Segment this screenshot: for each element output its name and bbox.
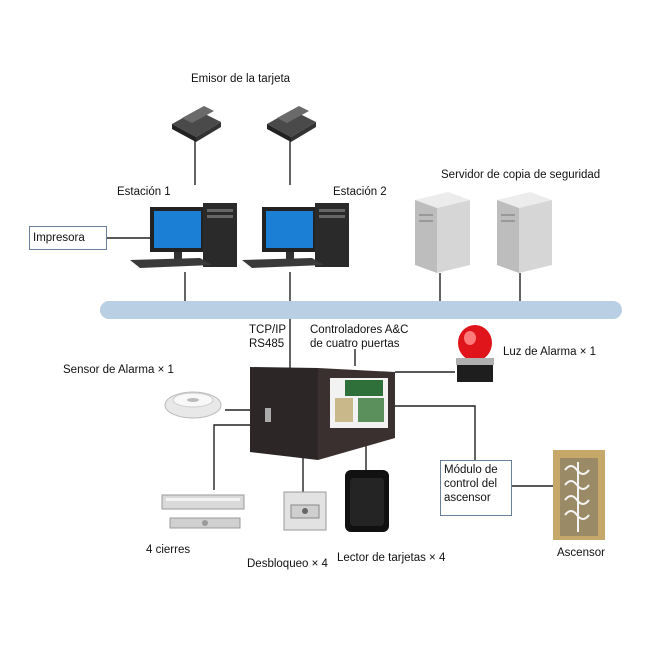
card-reader-device-icon — [267, 106, 316, 142]
rs485-label: RS485 — [249, 338, 285, 350]
smoke-sensor-icon — [164, 391, 222, 419]
server-tower-icon — [415, 192, 470, 273]
locks-label: 4 cierres — [146, 544, 191, 556]
server-tower-icon — [497, 192, 552, 273]
unlock-label: Desbloqueo × 4 — [247, 558, 328, 570]
alarm-sensor-label: Sensor de Alarma × 1 — [63, 364, 174, 376]
elevator-module-line2: control del — [444, 478, 498, 490]
station1-label: Estación 1 — [117, 186, 171, 198]
controllers-label-line1: Controladores A&C — [310, 324, 409, 336]
controllers-label-line2: de cuatro puertas — [310, 338, 400, 350]
desktop-computer-icon — [242, 203, 349, 268]
card-reader-device-icon — [172, 106, 221, 142]
station2-label: Estación 2 — [333, 186, 387, 198]
controller-cabinet-icon[interactable] — [250, 367, 395, 460]
elevator-door-icon — [553, 450, 605, 540]
exit-button-icon — [283, 491, 327, 531]
printer-box[interactable]: Impresora — [29, 226, 107, 250]
elevator-module-box[interactable]: Módulo de control del ascensor — [440, 460, 512, 516]
backup-server-label: Servidor de copia de seguridad — [441, 169, 601, 181]
alarm-light-icon — [456, 325, 494, 382]
alarm-light-label: Luz de Alarma × 1 — [503, 346, 597, 358]
elevator-label: Ascensor — [557, 547, 605, 559]
tcpip-label: TCP/IP — [249, 324, 287, 336]
card-reader-label: Lector de tarjetas × 4 — [337, 552, 446, 564]
desktop-computer-icon — [130, 203, 237, 268]
rfid-reader-icon — [345, 470, 389, 532]
network-bus — [100, 301, 622, 319]
elevator-module-line3: ascensor — [444, 492, 491, 504]
elevator-module-line1: Módulo de — [444, 464, 498, 476]
connection-lines — [107, 140, 555, 492]
magnetic-lock-icon — [161, 494, 245, 529]
card-issuer-label: Emisor de la tarjeta — [191, 73, 291, 85]
